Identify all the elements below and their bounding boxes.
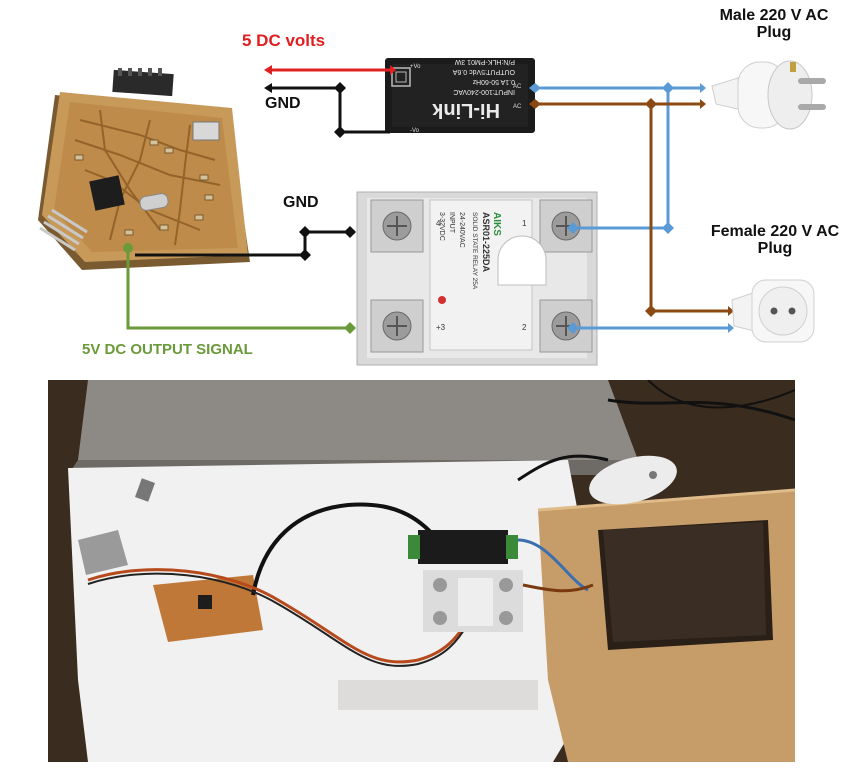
female-plug-label-line1: Female 220 V AC	[710, 223, 840, 240]
wiring-diagram-canvas: Hi-Link INPUT:100-240VAC 0.1A 50-60Hz OU…	[38, 58, 826, 366]
ssr-term2: 2	[522, 323, 527, 332]
ac-brown-arrow-2	[728, 306, 734, 316]
gnd-label-top: GND	[265, 95, 301, 112]
female-plug-label: Female 220 V AC Plug	[690, 223, 860, 258]
psu-pin-vminus: -Vo	[410, 128, 420, 134]
male-plug-label-line2: Plug	[756, 23, 792, 41]
psu-printed-text: Hi-Link INPUT:100-240VAC 0.1A 50-60Hz OU…	[431, 58, 515, 121]
ac-blue-node-5	[567, 322, 579, 334]
gnd-top-node-2	[334, 126, 346, 138]
ssr-term3: +3	[436, 323, 446, 332]
ac-blue-node-3	[662, 222, 674, 234]
wiring-diagram: Hi-Link INPUT:100-240VAC 0.1A 50-60Hz OU…	[0, 0, 868, 375]
gnd-mid-node-1	[299, 249, 311, 261]
power-label: 5 DC volts	[242, 31, 326, 50]
psu-line1: P/N:HLK-PM01 3W	[454, 58, 515, 65]
ac-blue-node-4	[567, 222, 579, 234]
pcb-board	[38, 68, 250, 270]
gnd-mid-node-3	[344, 226, 356, 238]
psu-pin-vplus: +Vo	[410, 64, 421, 70]
signal-start-node	[123, 243, 133, 253]
psu-pin-ac2: AC	[513, 104, 522, 110]
ssr-output-range: 24-240VAC	[458, 212, 465, 248]
power-wire-junction	[390, 65, 396, 75]
ssr-input-range: 3-32VDC	[438, 212, 445, 241]
output-signal-label: 5V DC OUTPUT SIGNAL	[82, 341, 253, 358]
gnd-mid-node-2	[299, 226, 311, 238]
solid-state-relay	[356, 191, 598, 366]
gnd-label-mid: GND	[283, 194, 319, 211]
ssr-input-label: INPUT	[448, 212, 455, 234]
signal-wire	[126, 248, 355, 330]
setup-photo	[48, 380, 795, 762]
male-plug	[711, 60, 826, 130]
male-plug-label: Male 220 V AC Plug	[700, 7, 848, 42]
male-plug-label-line1: Male 220 V AC	[719, 7, 829, 24]
gnd-wire-mid	[135, 230, 355, 257]
ac-blue-arrow-2	[728, 323, 734, 333]
setup-photo-canvas	[48, 380, 795, 762]
gnd-wire-top	[268, 86, 390, 134]
gnd-top-arrow	[264, 83, 272, 93]
signal-end-node	[344, 322, 356, 334]
ac-brown-node-1	[529, 99, 541, 109]
power-wire-arrow	[264, 65, 272, 75]
psu-pin-ac1: AC	[513, 84, 522, 90]
ssr-model: ASR01-225DA	[481, 212, 491, 273]
psu-brand: Hi-Link	[431, 99, 500, 121]
ac-blue-node-2	[662, 82, 674, 94]
gnd-top-node-1	[334, 82, 346, 94]
ssr-term1: 1	[522, 219, 527, 228]
ac-blue-arrow-1	[700, 83, 706, 93]
female-plug	[731, 279, 815, 343]
ssr-term4: 4	[436, 219, 441, 228]
ssr-desc: SOLID STATE RELAY 25A	[471, 212, 478, 290]
ac-brown-node-2	[645, 98, 657, 110]
ssr-printed-text: AIKS ASR01-225DA SOLID STATE RELAY 25A 2…	[438, 212, 502, 290]
female-plug-label-line2: Plug	[757, 239, 793, 257]
ac-brown-node-3	[645, 305, 657, 317]
ac-brown-arrow-1	[700, 99, 706, 109]
ssr-brand: AIKS	[491, 212, 502, 236]
psu-line2: OUTPUT:5Vdc 0.6A	[452, 68, 515, 75]
power-supply-module	[385, 58, 535, 133]
psu-line3: INPUT:100-240VAC	[453, 88, 515, 95]
psu-line4: 0.1A 50-60Hz	[472, 78, 515, 85]
ac-blue-node-1	[529, 83, 541, 93]
